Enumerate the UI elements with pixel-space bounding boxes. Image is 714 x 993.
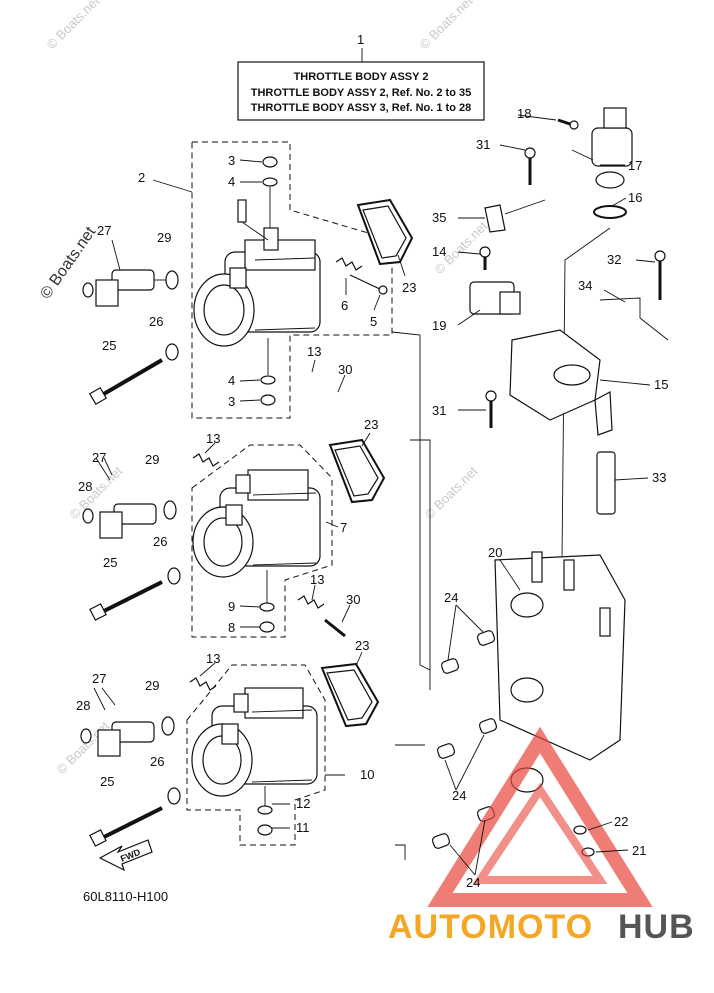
callout-13: 13: [206, 431, 220, 446]
callout-24: 24: [444, 590, 458, 605]
callout-24: 24: [466, 875, 480, 890]
callout-29: 29: [145, 452, 159, 467]
callout-24: 24: [452, 788, 466, 803]
callout-30: 30: [338, 362, 352, 377]
callout-4: 4: [228, 174, 235, 189]
callout-23: 23: [355, 638, 369, 653]
title-line-1: THROTTLE BODY ASSY 2: [294, 71, 429, 83]
callout-26: 26: [150, 754, 164, 769]
callout-28: 28: [78, 479, 92, 494]
callout-3: 3: [228, 153, 235, 168]
title-box: 1 THROTTLE BODY ASSY 2 THROTTLE BODY ASS…: [237, 32, 485, 121]
callout-1: 1: [357, 32, 364, 47]
callout-34: 34: [578, 278, 592, 293]
fwd-arrow: FWD: [98, 839, 153, 872]
callout-13: 13: [310, 572, 324, 587]
callouts: 2 3 4 4 3 5 6 23 13 30 27 29 26 25 13 23…: [76, 106, 668, 890]
injector-top: [82, 269, 179, 406]
brand-name-1: AUTOMOTO: [388, 908, 593, 946]
callout-19: 19: [432, 318, 446, 333]
callout-33: 33: [652, 470, 666, 485]
throttle-body-middle: [191, 438, 386, 638]
callout-29: 29: [157, 230, 171, 245]
callout-18: 18: [517, 106, 531, 121]
callout-23: 23: [402, 280, 416, 295]
callout-26: 26: [149, 314, 163, 329]
right-assembly: [391, 107, 669, 860]
callout-17: 17: [628, 158, 642, 173]
callout-13: 13: [206, 651, 220, 666]
callout-2: 2: [138, 170, 145, 185]
callout-10: 10: [360, 767, 374, 782]
brand-name-2: HUB: [618, 908, 695, 946]
callout-21: 21: [632, 843, 646, 858]
callout-25: 25: [100, 774, 114, 789]
brand-logo: AUTOMOTO HUB: [388, 726, 695, 946]
callout-23: 23: [364, 417, 378, 432]
callout-20: 20: [488, 545, 502, 560]
callout-25: 25: [103, 555, 117, 570]
callout-4: 4: [228, 373, 235, 388]
callout-22: 22: [614, 814, 628, 829]
throttle-body-top: [191, 141, 414, 419]
throttle-body-bottom: [186, 662, 380, 846]
callout-35: 35: [432, 210, 446, 225]
callout-13: 13: [307, 344, 321, 359]
callout-12: 12: [296, 796, 310, 811]
callout-31: 31: [476, 137, 490, 152]
part-code: 60L8110-H100: [83, 889, 168, 904]
callout-8: 8: [228, 620, 235, 635]
callout-14: 14: [432, 244, 446, 259]
callout-28: 28: [76, 698, 90, 713]
callout-16: 16: [628, 190, 642, 205]
callout-26: 26: [153, 534, 167, 549]
injector-middle: [82, 500, 181, 621]
callout-6: 6: [341, 298, 348, 313]
callout-7: 7: [340, 520, 347, 535]
callout-5: 5: [370, 314, 377, 329]
callout-31: 31: [432, 403, 446, 418]
callout-32: 32: [607, 252, 621, 267]
title-line-3: THROTTLE BODY ASSY 3, Ref. No. 1 to 28: [251, 102, 471, 114]
callout-29: 29: [145, 678, 159, 693]
callout-3: 3: [228, 394, 235, 409]
callout-27: 27: [97, 223, 111, 238]
callout-15: 15: [654, 377, 668, 392]
watermark: © Boats.net: [417, 0, 476, 52]
fwd-label: FWD: [119, 847, 142, 864]
callout-9: 9: [228, 599, 235, 614]
watermark: © Boats.net: [44, 0, 103, 52]
injector-bottom: [80, 716, 181, 847]
callout-11: 11: [296, 820, 310, 835]
leader-lines: [93, 114, 656, 876]
title-line-2: THROTTLE BODY ASSY 2, Ref. No. 2 to 35: [251, 87, 471, 99]
callout-27: 27: [92, 671, 106, 686]
callout-30: 30: [346, 592, 360, 607]
brand-triangle-icon: [427, 726, 653, 907]
callout-25: 25: [102, 338, 116, 353]
callout-27: 27: [92, 450, 106, 465]
